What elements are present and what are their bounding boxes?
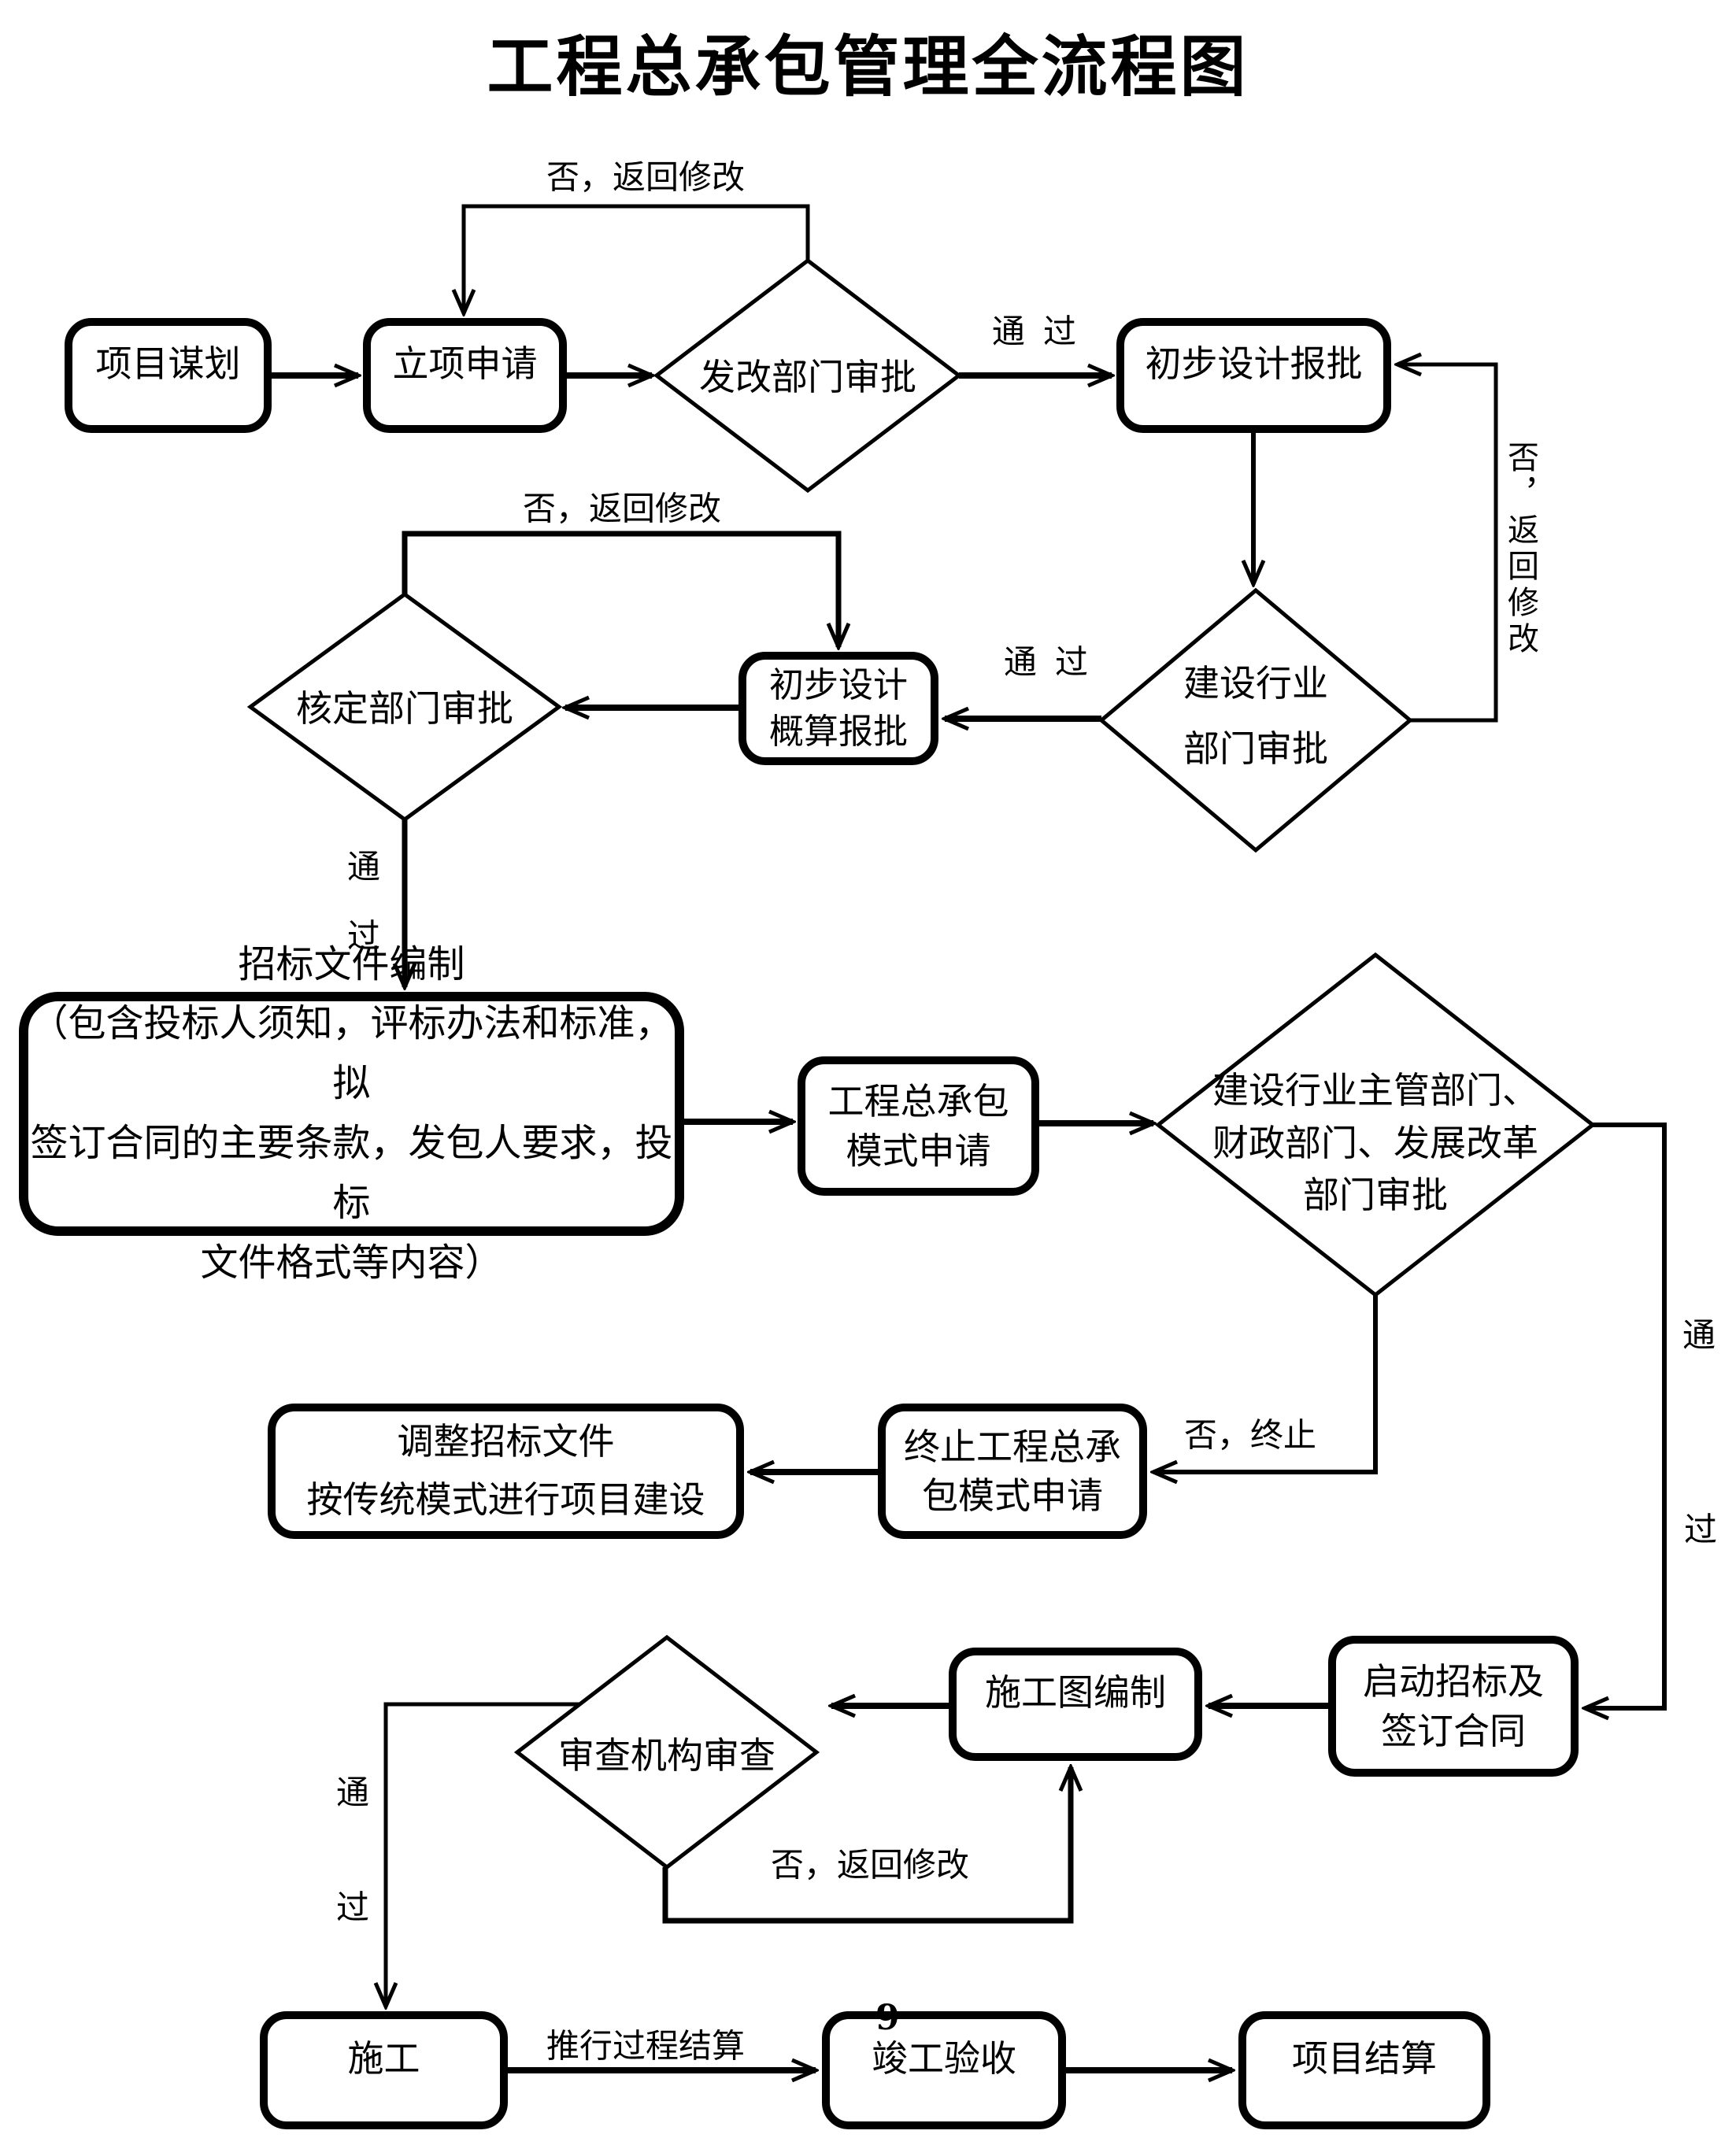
edge-label-pass-right-2: 过	[1683, 1510, 1718, 1549]
node-start-bidding-sign-contract: 启动招标及 签订合同	[1328, 1636, 1579, 1777]
edge-shencha-return-shigongtu	[662, 1767, 1071, 1924]
node-project-planning-label: 项目谋划	[95, 342, 241, 385]
node-project-planning: 项目谋划	[65, 318, 272, 433]
node-preliminary-design-approval: 初步设计报批	[1116, 318, 1391, 433]
node-start-bidding-line1: 启动招标及	[1363, 1660, 1544, 1703]
edge-fagai-return-lixiang	[464, 204, 810, 313]
node-construction-drawing-label: 施工图编制	[985, 1670, 1166, 1714]
page-title: 工程总承包管理全流程图	[487, 28, 1249, 105]
node-adjust-line2: 按传统模式进行项目建设	[306, 1478, 705, 1521]
node-epc-mode-application: 工程总承包 模式申请	[798, 1056, 1039, 1196]
node-design-estimate-line1: 初步设计	[769, 664, 908, 705]
node-terminate-line1: 终止工程总承	[904, 1425, 1121, 1468]
node-bidding-doc-line3: 签订合同的主要条款，发包人要求，投标	[30, 1121, 673, 1225]
node-epc-mode-line2: 模式申请	[846, 1129, 991, 1172]
node-construction-drawing-preparation: 施工图编制	[949, 1648, 1202, 1761]
edge-label-pass-right-1: 通	[1682, 1315, 1716, 1355]
node-bidding-document-preparation: 招标文件编制 （包含投标人须知，评标办法和标准，拟 签订合同的主要条款，发包人要…	[19, 942, 684, 1285]
diamond-shencha-jigou-text: 审查机构审查	[558, 1731, 775, 1780]
node-project-settlement: 项目结算	[1238, 2011, 1490, 2129]
edge-label-pass-down-left-1: 通	[346, 847, 381, 886]
node-adjust-line1: 调整招标文件	[397, 1420, 615, 1463]
diamond-jianshe-line1: 建设行业	[1183, 662, 1328, 705]
diamond-fagai-label: 发改部门审批	[699, 355, 916, 398]
edge-label-pass-1: 通过	[991, 312, 1095, 351]
edge-label-no-return-1: 否，返回修改	[546, 157, 746, 197]
node-construction: 施工	[260, 2011, 508, 2129]
node-completion-acceptance: 竣工验收	[822, 2011, 1066, 2129]
diamond-zhuguan-line2: 财政部门、发展改革	[1212, 1121, 1538, 1164]
diamond-jianshe-hangye-shenpi	[1098, 587, 1413, 853]
node-terminate-epc-application: 终止工程总承 包模式申请	[878, 1404, 1147, 1539]
edge-label-process-settlement: 推行过程结算	[546, 2026, 746, 2066]
edge-shencha-pass-to-shigong	[386, 1702, 580, 2007]
edge-label-pass-bottom-left-1: 通	[335, 1773, 370, 1812]
node-completion-acceptance-label: 竣工验收	[872, 2036, 1016, 2080]
node-design-estimate-line2: 概算报批	[769, 712, 908, 752]
edge-heding-return-gaisuan	[402, 531, 838, 647]
node-adjust-bidding-documents: 调整招标文件 按传统模式进行项目建设	[268, 1404, 744, 1539]
diamond-zhuguan-line3: 部门审批	[1303, 1174, 1448, 1217]
edge-label-pass-2: 通过	[1003, 642, 1107, 682]
node-bidding-doc-line2: （包含投标人须知，评标办法和标准，拟	[30, 1001, 673, 1106]
node-design-estimate-approval: 初步设计 概算报批	[738, 652, 938, 765]
diamond-heding-label: 核定部门审批	[296, 686, 513, 730]
diamond-fagai-shenpi	[653, 257, 963, 494]
edge-zhuguan-pass-to-qidong	[1585, 1123, 1667, 1708]
stray-page-number: 9	[875, 1998, 900, 2038]
edge-jianshehangye-return-chubusheji	[1397, 364, 1498, 723]
diamond-jianshe-line2: 部门审批	[1183, 727, 1328, 770]
node-construction-label: 施工	[347, 2036, 420, 2080]
diamond-zhuguan-bumen-text: 建设行业主管部门、 财政部门、发展改革 部门审批	[1212, 1064, 1538, 1222]
edge-label-pass-bottom-left-2: 过	[335, 1888, 370, 1927]
edge-label-no-return-2: 否，返回修改	[522, 489, 722, 528]
node-epc-mode-line1: 工程总承包	[827, 1080, 1009, 1123]
node-project-settlement-label: 项目结算	[1292, 2036, 1437, 2080]
node-bidding-doc-line1: 招标文件编制	[238, 941, 465, 986]
edge-label-no-return-3: 否，返回修改	[770, 1845, 970, 1885]
edge-label-no-terminate: 否，终止	[1183, 1415, 1317, 1455]
edge-zhuguan-no-to-zhongzhi	[1153, 1295, 1378, 1472]
diamond-fagai-shenpi-text: 发改部门审批	[699, 353, 916, 401]
node-terminate-line2: 包模式申请	[922, 1474, 1103, 1517]
diamond-jianshe-hangye-text: 建设行业 部门审批	[1183, 651, 1328, 782]
node-project-application: 立项申请	[363, 318, 567, 433]
node-project-application-label: 立项申请	[392, 342, 538, 385]
node-bidding-doc-line4: 文件格式等内容）	[200, 1240, 503, 1285]
diamond-zhuguan-line1: 建设行业主管部门、	[1212, 1068, 1538, 1111]
diamond-heding-shenpi-text: 核定部门审批	[296, 684, 513, 733]
node-preliminary-design-approval-label: 初步设计报批	[1145, 342, 1363, 385]
node-start-bidding-line2: 签订合同	[1381, 1709, 1526, 1752]
edge-label-no-return-right: 否，返回修改	[1502, 441, 1538, 658]
diamond-shencha-label: 审查机构审查	[558, 1733, 775, 1777]
edge-label-pass-down-left-2: 过	[346, 916, 381, 956]
